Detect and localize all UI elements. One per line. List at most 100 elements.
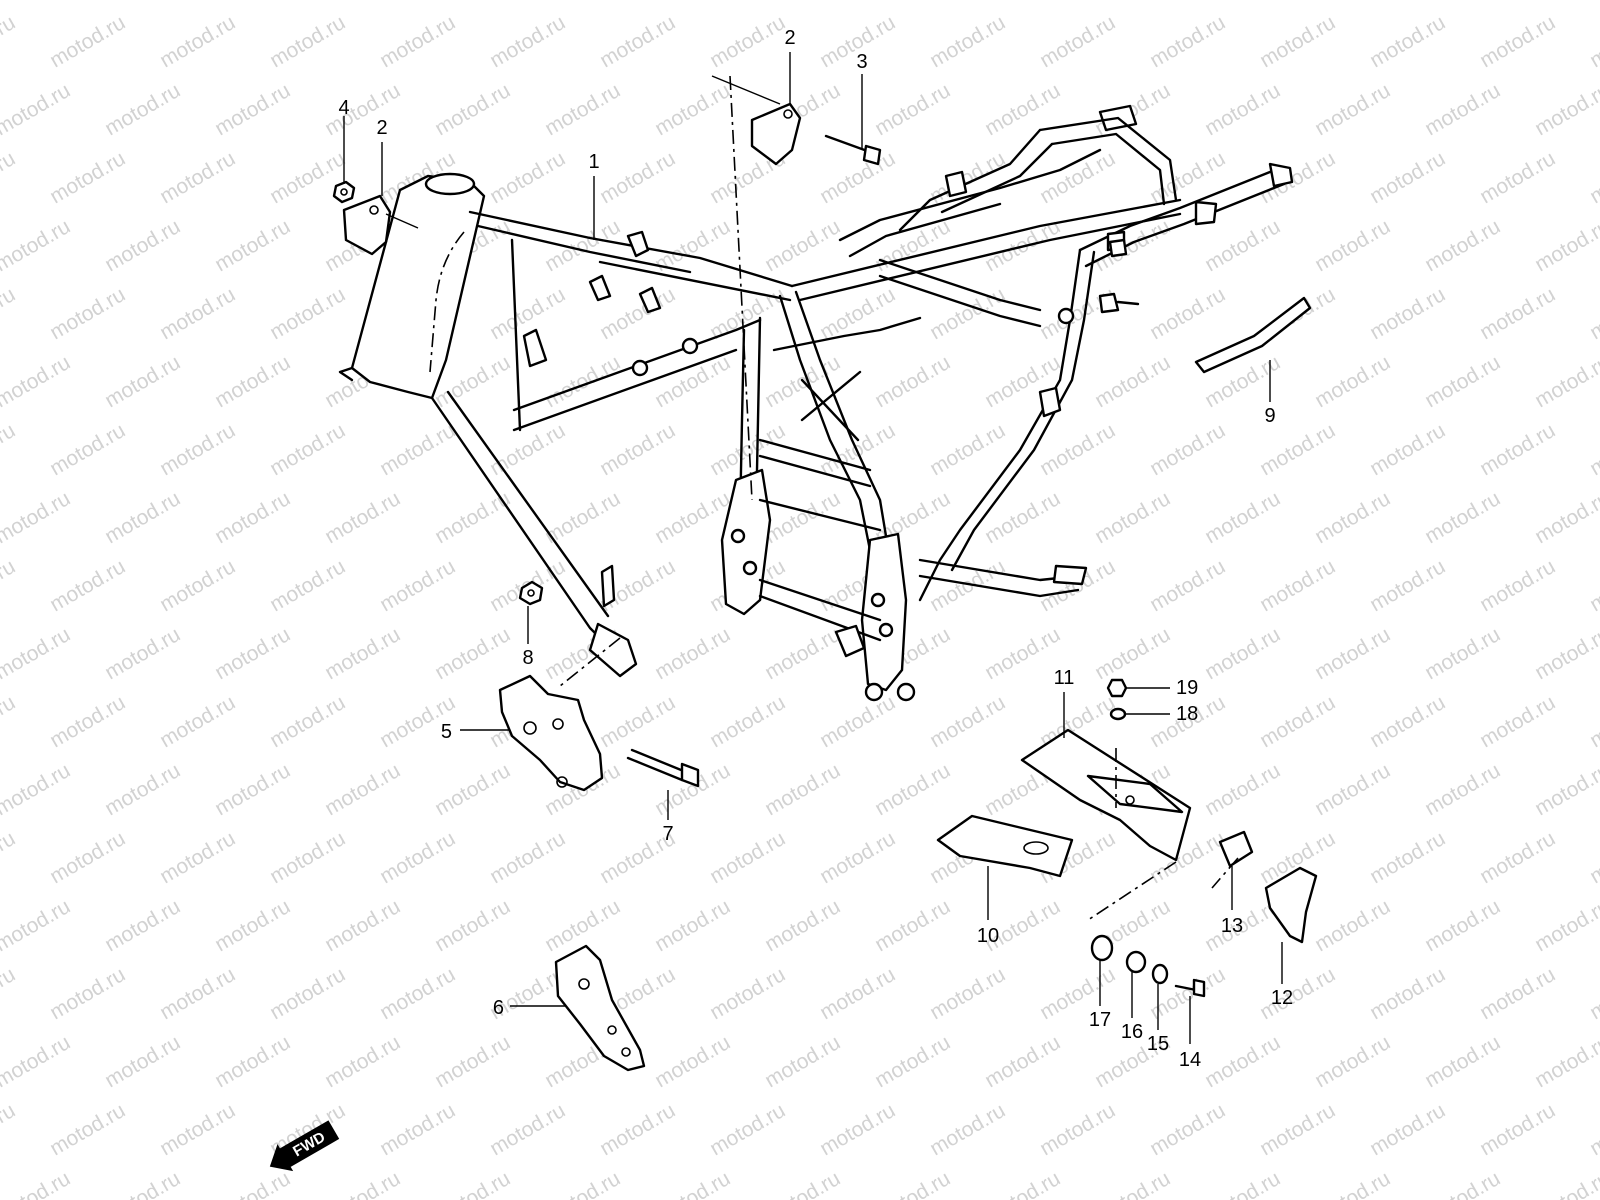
callout-7: 7 — [662, 823, 673, 845]
watermark-text: motod.ru — [101, 1031, 184, 1092]
leader-lines — [343, 52, 1283, 1044]
callout-2a: 2 — [376, 117, 387, 139]
watermark-text: motod.ru — [46, 11, 129, 72]
watermark-text: motod.ru — [1421, 0, 1504, 4]
watermark-text: motod.ru — [266, 11, 349, 72]
watermark-text: motod.ru — [541, 1167, 624, 1200]
watermark-text: motod.ru — [596, 691, 679, 752]
callout-19: 19 — [1176, 677, 1198, 699]
watermark-text: motod.ru — [156, 827, 239, 888]
watermark-text: motod.ru — [596, 147, 679, 208]
callout-3: 3 — [856, 51, 867, 73]
watermark-text: motod.ru — [321, 623, 404, 684]
watermark-text: motod.ru — [1586, 1099, 1600, 1160]
watermark-text: motod.ru — [376, 419, 459, 480]
watermark-text: motod.ru — [0, 759, 74, 820]
nut-8-drawing — [518, 580, 544, 606]
watermark-text: motod.ru — [1201, 623, 1284, 684]
watermark-text: motod.ru — [0, 1167, 74, 1200]
watermark-text: motod.ru — [266, 963, 349, 1024]
callout-15: 15 — [1147, 1033, 1169, 1055]
watermark-text: motod.ru — [1586, 147, 1600, 208]
watermark-text: motod.ru — [486, 419, 569, 480]
watermark-text: motod.ru — [1036, 11, 1119, 72]
watermark-text: motod.ru — [1586, 11, 1600, 72]
watermark-text: motod.ru — [1586, 827, 1600, 888]
watermark-text: motod.ru — [266, 555, 349, 616]
watermark-text: motod.ru — [761, 759, 844, 820]
watermark-text: motod.ru — [46, 555, 129, 616]
watermark-text: motod.ru — [596, 11, 679, 72]
watermark-text: motod.ru — [981, 1031, 1064, 1092]
watermark-text: motod.ru — [321, 895, 404, 956]
watermark-text: motod.ru — [1531, 759, 1600, 820]
watermark-text: motod.ru — [1476, 691, 1559, 752]
bracket-plate-right-drawing — [750, 102, 802, 166]
watermark-text: motod.ru — [541, 0, 624, 4]
watermark-text: motod.ru — [1421, 623, 1504, 684]
watermark-text: motod.ru — [1476, 419, 1559, 480]
watermark-text: motod.ru — [1146, 555, 1229, 616]
watermark-text: motod.ru — [926, 1099, 1009, 1160]
watermark-text: motod.ru — [1421, 1031, 1504, 1092]
watermark-text: motod.ru — [431, 623, 514, 684]
watermark-text: motod.ru — [651, 0, 734, 4]
watermark-text: motod.ru — [1421, 215, 1504, 276]
watermark-text: motod.ru — [431, 1167, 514, 1200]
callout-17: 17 — [1089, 1009, 1111, 1031]
watermark-text: motod.ru — [1201, 79, 1284, 140]
watermark-text: motod.ru — [1476, 827, 1559, 888]
watermark-text: motod.ru — [376, 827, 459, 888]
watermark-text: motod.ru — [1256, 1099, 1339, 1160]
watermark-text: motod.ru — [1586, 283, 1600, 344]
watermark-text: motod.ru — [0, 283, 19, 344]
watermark-text: motod.ru — [431, 759, 514, 820]
watermark-text: motod.ru — [211, 759, 294, 820]
watermark-text: motod.ru — [156, 283, 239, 344]
callout-10: 10 — [977, 925, 999, 947]
watermark-text: motod.ru — [816, 963, 899, 1024]
watermark-text: motod.ru — [0, 147, 19, 208]
watermark-text: motod.ru — [1201, 759, 1284, 820]
watermark-text: motod.ru — [1036, 147, 1119, 208]
callout-16: 16 — [1121, 1021, 1143, 1043]
watermark-text: motod.ru — [0, 215, 74, 276]
watermark-text: motod.ru — [926, 283, 1009, 344]
watermark-text: motod.ru — [926, 11, 1009, 72]
watermark-text: motod.ru — [321, 487, 404, 548]
callout-5: 5 — [441, 721, 452, 743]
watermark-text: motod.ru — [1586, 419, 1600, 480]
watermark-text: motod.ru — [1256, 147, 1339, 208]
watermark-text: motod.ru — [1421, 79, 1504, 140]
watermark-text: motod.ru — [816, 691, 899, 752]
watermark-text: motod.ru — [486, 1099, 569, 1160]
bracket-13-drawing — [1218, 830, 1254, 868]
watermark-text: motod.ru — [211, 487, 294, 548]
watermark-text: motod.ru — [596, 419, 679, 480]
watermark-text: motod.ru — [431, 487, 514, 548]
nut-4-drawing — [332, 180, 356, 204]
watermark-text: motod.ru — [321, 1167, 404, 1200]
watermark-text: motod.ru — [1256, 963, 1339, 1024]
watermark-text: motod.ru — [101, 1167, 184, 1200]
watermark-text: motod.ru — [211, 623, 294, 684]
watermark-text: motod.ru — [651, 79, 734, 140]
watermark-text: motod.ru — [431, 0, 514, 4]
watermark-text: motod.ru — [0, 963, 19, 1024]
watermark-text: motod.ru — [1256, 555, 1339, 616]
watermark-text: motod.ru — [1421, 895, 1504, 956]
watermark-text: motod.ru — [376, 1099, 459, 1160]
watermark-text: motod.ru — [46, 963, 129, 1024]
watermark-text: motod.ru — [211, 1031, 294, 1092]
watermark-text: motod.ru — [1421, 351, 1504, 412]
watermark-text: motod.ru — [981, 487, 1064, 548]
callout-labels: 1 2 2 3 4 5 6 7 8 9 10 11 12 13 14 15 16… — [338, 27, 1293, 1071]
watermark-text: motod.ru — [871, 351, 954, 412]
watermark-text: motod.ru — [1366, 691, 1449, 752]
watermark-text: motod.ru — [211, 1167, 294, 1200]
watermark-text: motod.ru — [1146, 11, 1229, 72]
watermark-text: motod.ru — [1531, 215, 1600, 276]
watermark-text: motod.ru — [761, 0, 844, 4]
